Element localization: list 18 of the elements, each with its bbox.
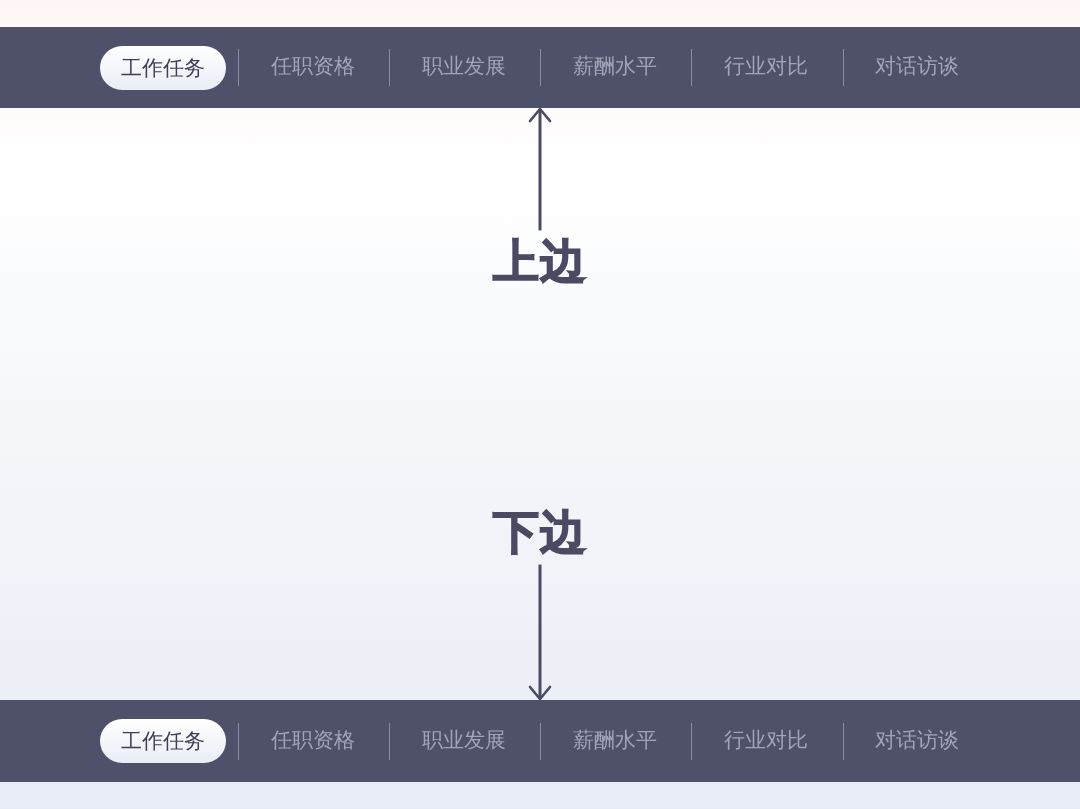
callout-text: 下边 xyxy=(493,505,587,561)
selected-tab: 工作任务 xyxy=(100,46,226,90)
tab-label: 薪酬水平 xyxy=(573,54,657,80)
nav-bar xyxy=(0,27,1080,108)
tab-label: 职业发展 xyxy=(422,728,506,754)
tab-label: 任职资格 xyxy=(271,728,355,754)
tab-label: 行业对比 xyxy=(724,728,808,754)
selected-tab: 工作任务 xyxy=(100,719,226,763)
tab-label: 任职资格 xyxy=(271,54,355,80)
tab-label: 职业发展 xyxy=(422,54,506,80)
callout-text: 上边 xyxy=(493,234,587,290)
tab-label: 对话访谈 xyxy=(875,54,959,80)
tab-label: 行业对比 xyxy=(724,54,808,80)
tab-label: 对话访谈 xyxy=(875,728,959,754)
arrow xyxy=(528,107,552,231)
arrow xyxy=(528,564,552,701)
tab-label: 薪酬水平 xyxy=(573,728,657,754)
nav-bar xyxy=(0,700,1080,782)
